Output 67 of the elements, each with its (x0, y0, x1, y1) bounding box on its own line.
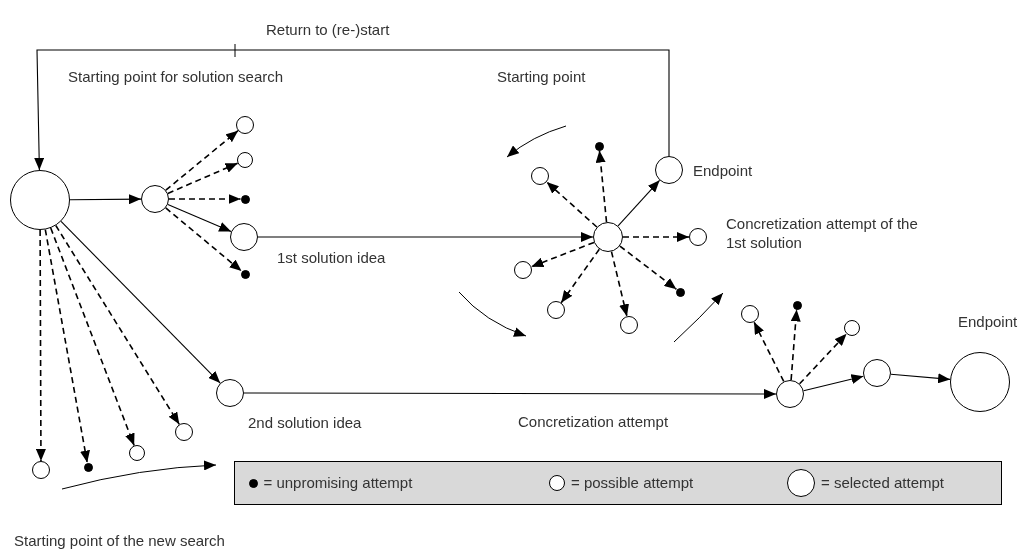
edge-label: Return to (re-)start (266, 20, 390, 39)
arrow (60, 220, 221, 384)
text-label: Starting point for solution search (68, 67, 284, 86)
node-caption: 2nd solution idea (248, 413, 362, 432)
text-label: Starting point (497, 67, 586, 86)
legend-label: = selected attempt (821, 473, 944, 492)
arrow (257, 232, 594, 242)
arrow (34, 49, 670, 171)
filled-dot (675, 287, 685, 297)
legend-label: = unpromising attempt (263, 473, 413, 492)
arrow (167, 203, 232, 233)
arrow (69, 194, 142, 205)
arrow (44, 228, 90, 464)
filled-dot (83, 462, 93, 472)
node-caption: Endpoint (693, 161, 753, 180)
arrow (622, 232, 690, 242)
circle-node (32, 461, 50, 479)
arrow (49, 227, 135, 447)
text-label: Concretization attempt of the 1st solution (726, 214, 919, 252)
circle-node (230, 223, 258, 251)
circle-node (776, 380, 804, 408)
filled-dot (594, 141, 604, 151)
circle-node (620, 316, 638, 334)
arrow (610, 250, 629, 318)
arrow (530, 241, 595, 268)
node-caption: Endpoint (958, 312, 1018, 331)
circle-node (216, 379, 244, 407)
circle-node (655, 156, 683, 184)
circle-node (10, 170, 70, 230)
text-label: Starting point of the new search (14, 531, 225, 550)
circle-node (237, 152, 253, 168)
circle-node (129, 445, 145, 461)
arrow (165, 129, 239, 191)
circle-node (514, 261, 532, 279)
filled-dot (240, 269, 250, 279)
arrow (617, 179, 661, 227)
circle-node (531, 167, 549, 185)
circle-node (236, 116, 254, 134)
circle-node (689, 228, 707, 246)
arrow (790, 308, 801, 381)
circle-node (593, 222, 623, 252)
filled-dot (240, 194, 250, 204)
arrow (243, 388, 777, 399)
arrow (168, 194, 242, 204)
circle-node (141, 185, 169, 213)
node-caption: 1st solution idea (277, 248, 386, 267)
arrow (545, 181, 598, 228)
arrow (560, 248, 601, 304)
arrow (890, 373, 951, 384)
circle-node (741, 305, 759, 323)
text-label: Concretization attempt (518, 412, 669, 431)
filled-dot (792, 300, 802, 310)
arrow (167, 162, 239, 195)
circle-node (950, 352, 1010, 412)
circle-node (175, 423, 193, 441)
arrow (35, 229, 46, 462)
circle-node (863, 359, 891, 387)
arrow (55, 224, 181, 426)
circle-node (547, 301, 565, 319)
legend-label: = possible attempt (571, 473, 694, 492)
arrow (164, 207, 243, 272)
arrow (595, 149, 608, 223)
arrow (803, 374, 864, 392)
arrow (753, 321, 785, 383)
circle-node (844, 320, 860, 336)
arrow (798, 333, 848, 385)
arrow (619, 245, 678, 291)
